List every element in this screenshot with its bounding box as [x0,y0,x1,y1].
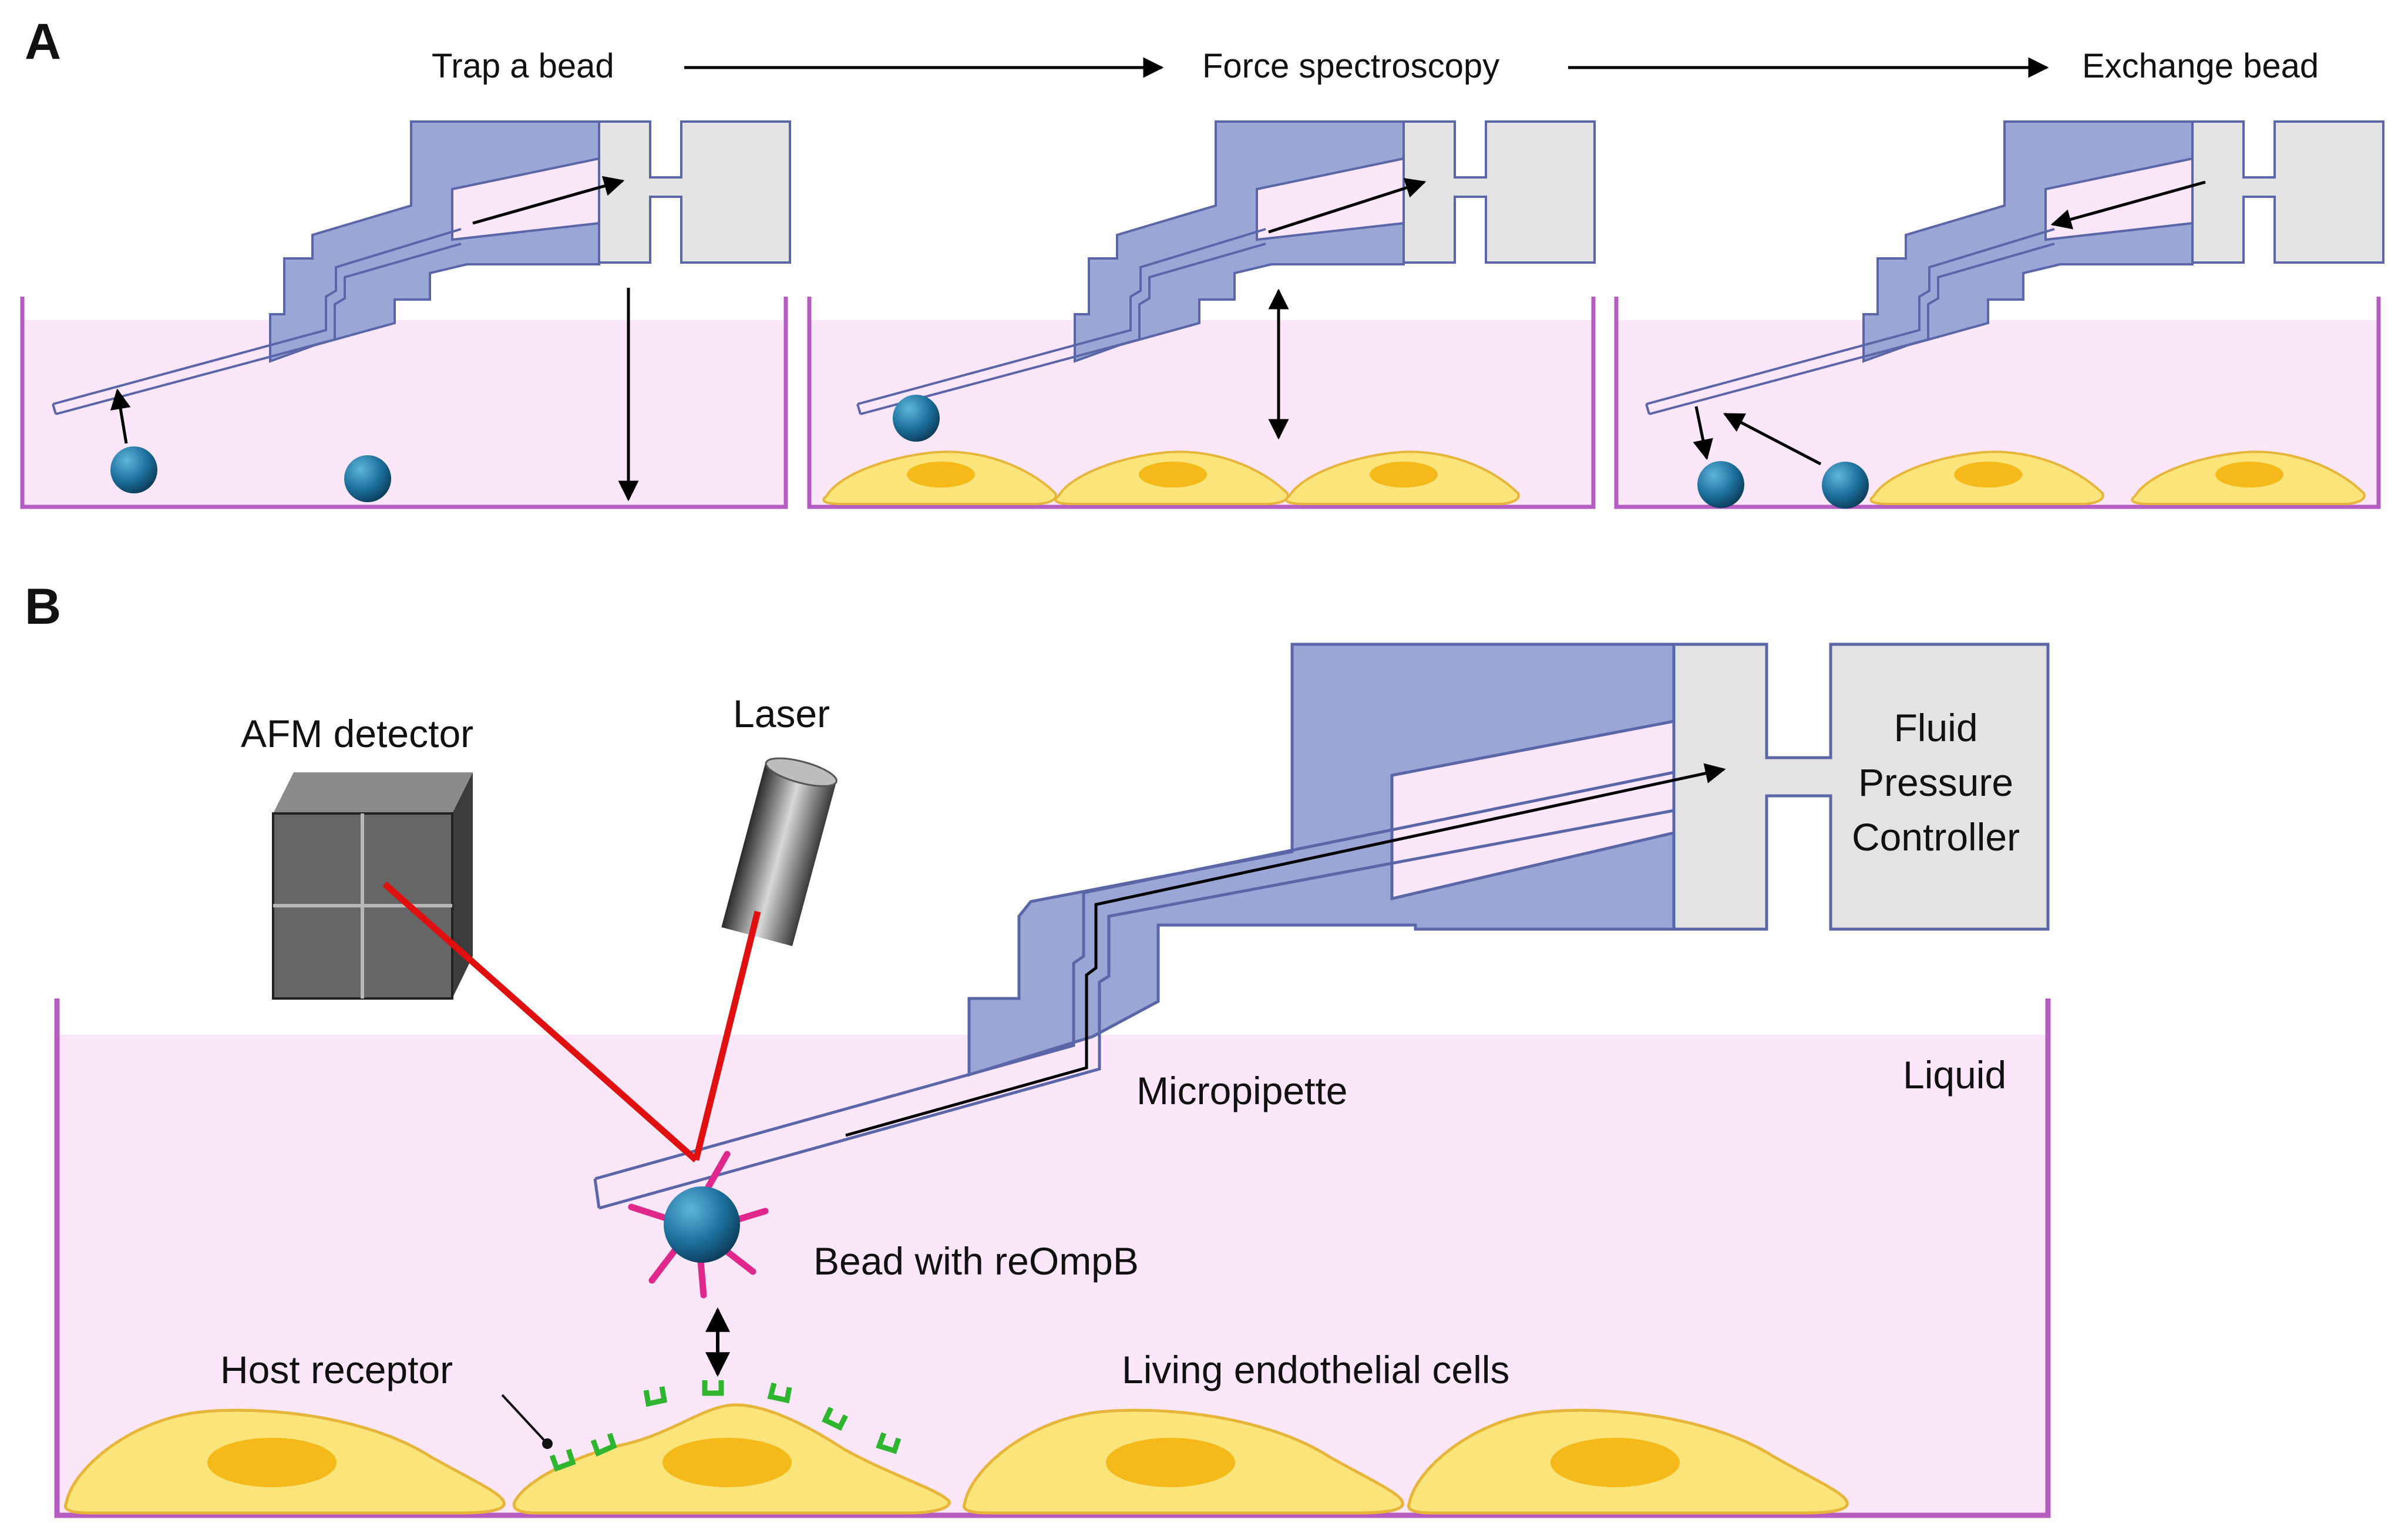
bead [344,455,391,502]
step-1-label: Trap a bead [432,47,614,85]
controller-label-line1: Fluid [1893,706,1977,749]
laser-beam [692,910,761,1161]
bead [893,395,940,442]
dish-wall [54,998,2051,1518]
dish-force [807,120,1596,509]
suction-arrow [845,763,1726,1137]
step-3-label: Exchange bead [2082,47,2319,85]
micropipette-label: Micropipette [1136,1069,1348,1112]
laser-source [721,757,838,946]
bead [1822,462,1869,509]
bead-label: Bead with reOmpB [813,1239,1139,1283]
dish-wall [807,297,1596,509]
panel-b-letter: B [25,579,61,635]
trap-arrow [110,388,131,444]
dish-wall [20,297,788,509]
dish-trap [20,120,791,509]
afm-detector-label: AFM detector [241,712,473,755]
controller-label-line2: Pressure [1858,761,2013,804]
trap-arrow [1723,412,1822,466]
panel-a-letter: A [25,14,61,70]
release-arrow [1693,406,1713,460]
cells-label: Living endothelial cells [1122,1348,1509,1391]
laser-reflection [382,881,698,1163]
afm-detector [272,772,473,1000]
suction-arrow [472,176,625,225]
fluid-pressure-controller: Fluid Pressure Controller [1672,643,2050,931]
host-receptors [549,1380,902,1472]
receptor-pointer-dot [542,1438,553,1449]
bead [110,446,157,493]
step-2-label: Force spectroscopy [1202,47,1499,85]
controller-label-line3: Controller [1852,815,2020,859]
suction-arrow [1268,177,1427,234]
micropipette-tube [593,763,1726,1210]
dish-exchange [1614,120,2384,509]
laser-label: Laser [733,692,830,735]
bead-with-reompb [628,1151,769,1299]
release-arrow [2050,180,2206,230]
liquid-label: Liquid [1903,1053,2006,1097]
receptor-pointer [501,1394,549,1445]
dish-wall [1614,297,2381,509]
host-receptor-label: Host receptor [220,1348,453,1391]
bead [1697,461,1744,508]
